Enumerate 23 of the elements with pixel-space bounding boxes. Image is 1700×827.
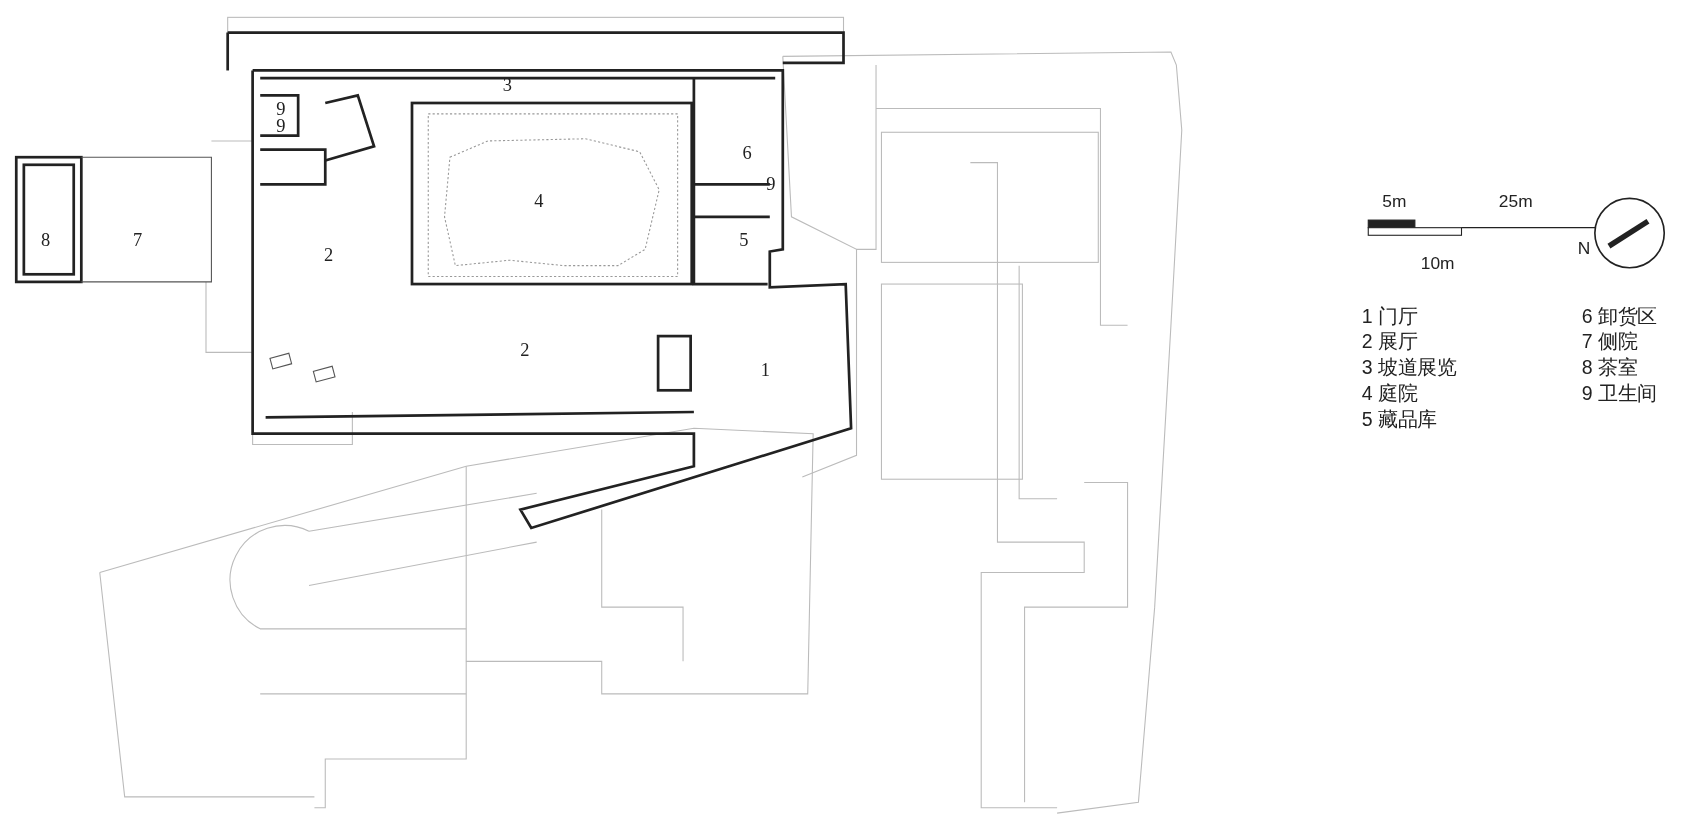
room-number: 2 [520, 341, 530, 360]
legend-entry: 5 藏品库 [1361, 409, 1437, 430]
scale-label: 5m [1382, 193, 1407, 211]
room-number: 9 [276, 100, 286, 119]
room-number: 6 [742, 143, 752, 163]
scale-label: 25m [1498, 193, 1533, 211]
room-number: 5 [739, 230, 749, 249]
legend-entry: 3 坡道展览 [1361, 357, 1457, 378]
room-number: 8 [40, 230, 51, 249]
room-number: 7 [133, 230, 143, 249]
room-number: 4 [534, 191, 544, 210]
legend-entry: 7 侧院 [1581, 331, 1638, 352]
room-number: 9 [276, 116, 286, 135]
room-number: 1 [760, 360, 771, 379]
legend-entry: 2 展厅 [1361, 331, 1418, 352]
legend-entry: 1 门厅 [1361, 306, 1418, 327]
legend-entry: 9 卫生间 [1581, 383, 1657, 404]
legend-entry: 6 卸货区 [1581, 306, 1657, 327]
north-label: N [1577, 239, 1591, 257]
legend-entry: 8 茶室 [1581, 357, 1638, 378]
scale-label: 10m [1420, 254, 1455, 273]
legend-entry: 4 庭院 [1361, 383, 1418, 404]
room-number: 2 [323, 245, 334, 264]
